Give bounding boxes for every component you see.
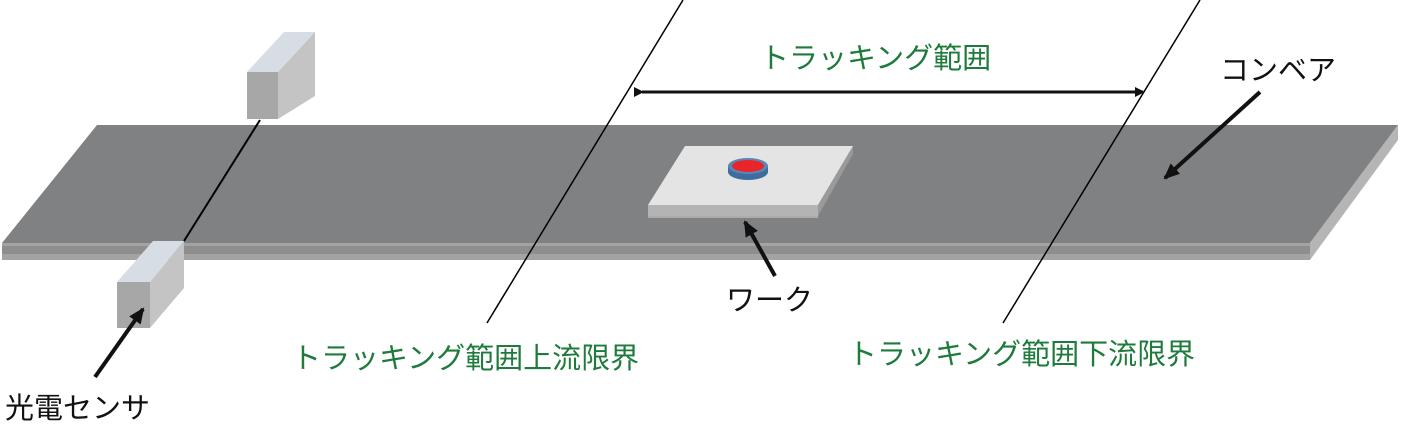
work-piece — [648, 146, 853, 218]
tracking-range-label: トラッキング範囲 — [760, 41, 992, 75]
photo-sensor-label: 光電センサ — [5, 391, 151, 425]
upstream-limit-line — [486, 0, 684, 324]
conveyor-pointer-arrow — [1163, 90, 1262, 180]
work-pointer-arrow — [743, 220, 777, 277]
photo-sensor-emitter — [247, 32, 315, 119]
downstream-limit-line — [1002, 0, 1201, 324]
downstream-limit-label: トラッキング範囲下流限界 — [848, 337, 1196, 371]
conveyor-label: コンベア — [1220, 53, 1337, 87]
sensor-beam — [183, 119, 261, 242]
work-label: ワーク — [726, 283, 814, 317]
upstream-limit-label: トラッキング範囲上流限界 — [292, 341, 640, 375]
sensor-pointer-arrow — [93, 307, 145, 379]
